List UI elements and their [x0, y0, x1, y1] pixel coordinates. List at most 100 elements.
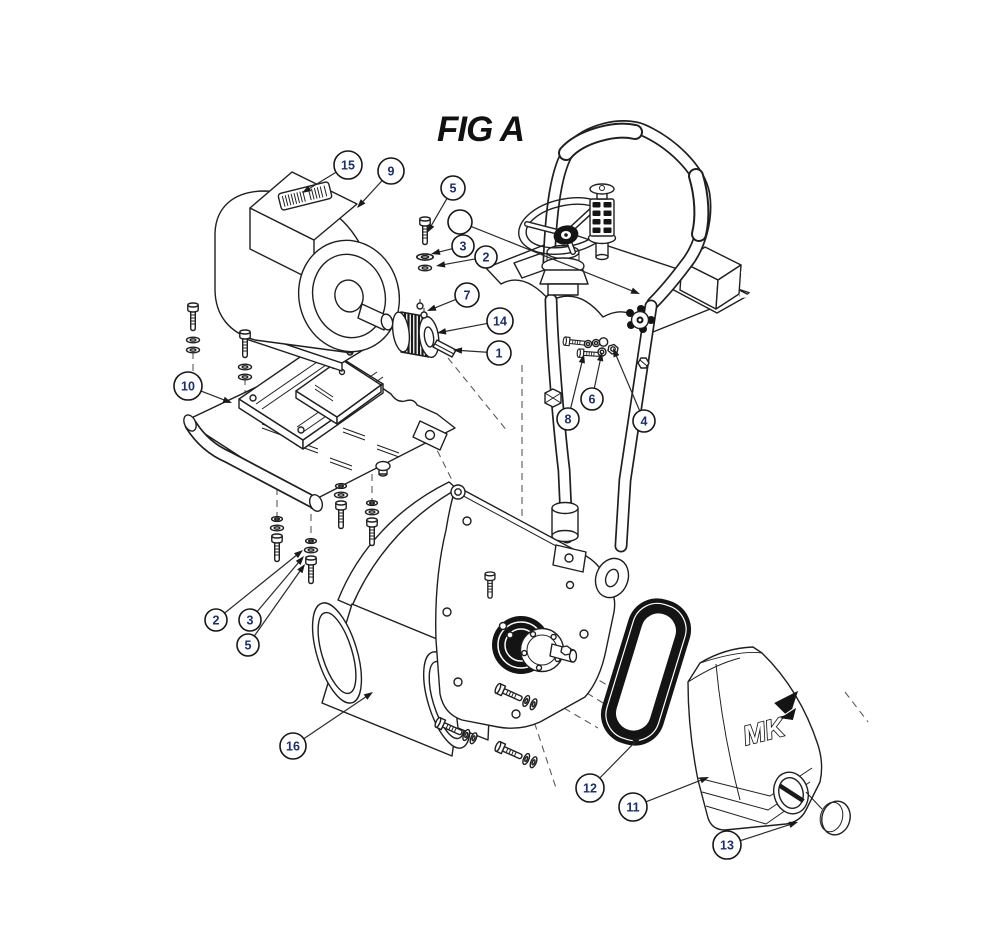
steering-wheel — [518, 197, 614, 255]
callout-balloon — [238, 608, 262, 632]
callout-balloon — [575, 773, 605, 803]
callout-number: 10 — [181, 379, 195, 393]
callout-number: 4 — [641, 414, 648, 428]
leader-line — [470, 225, 635, 293]
leader-line — [593, 357, 602, 389]
callout-10: 10 — [173, 371, 232, 403]
leader-line — [442, 322, 488, 333]
leader-arrowhead — [596, 352, 604, 362]
callout-number: 2 — [483, 250, 490, 264]
leader-arrowhead — [427, 304, 437, 311]
cap-plug — [805, 791, 851, 836]
shaft-key — [432, 339, 457, 358]
callout-number: 6 — [589, 392, 596, 406]
housing-shell — [337, 481, 458, 607]
drum-housing — [311, 481, 630, 757]
callout-12: 12 — [575, 736, 641, 803]
callout-balloon — [454, 282, 480, 308]
leader-line — [306, 171, 337, 191]
callout-number: 11 — [626, 800, 639, 814]
leader-arrowhead — [630, 287, 640, 294]
callout-7: 7 — [427, 282, 480, 311]
leader-line — [645, 778, 704, 803]
leader-arrowhead — [431, 248, 441, 255]
figure-title: FIG A — [437, 110, 524, 149]
leader-arrowhead — [302, 185, 312, 193]
callout-number: 5 — [245, 638, 252, 652]
callout-number: 15 — [341, 158, 355, 172]
leader-line — [599, 739, 638, 779]
leader-line — [253, 568, 303, 637]
leader-line — [429, 198, 448, 229]
callout-number: 9 — [388, 164, 395, 178]
callout-number: 3 — [460, 239, 467, 253]
motor-shaft — [357, 303, 389, 331]
small-hex-screw — [637, 357, 650, 369]
callout-balloon — [556, 407, 580, 431]
callout-balloon — [474, 245, 498, 269]
leader-line — [458, 349, 488, 353]
callout-balloon — [279, 732, 307, 760]
callout-number: 13 — [720, 838, 734, 852]
callout-blank — [447, 209, 640, 294]
leader-arrowhead — [297, 564, 305, 574]
leader-line — [224, 553, 299, 614]
leader-arrowhead — [578, 354, 585, 364]
callout-balloon — [451, 234, 475, 258]
leader-line — [432, 298, 457, 310]
leader-arrowhead — [632, 736, 641, 745]
leader-line — [740, 823, 793, 842]
leader-arrowhead — [613, 348, 620, 358]
leader-arrowhead — [427, 223, 435, 233]
guard-tube-handle — [183, 414, 324, 512]
callout-number: 8 — [565, 412, 572, 426]
drum-pulley — [492, 616, 578, 674]
callout-5: 5 — [236, 564, 305, 657]
leader-line — [360, 180, 383, 204]
motor-pulley — [391, 311, 440, 359]
leader-arrowhead — [436, 261, 446, 268]
callout-3: 3 — [238, 556, 304, 632]
callout-13: 13 — [712, 821, 798, 860]
leader-line — [441, 258, 476, 266]
leader-line — [303, 694, 369, 740]
callout-4: 4 — [613, 348, 656, 433]
callout-balloon — [377, 157, 405, 185]
leader-arrowhead — [699, 777, 709, 784]
callout-15: 15 — [302, 150, 363, 193]
callout-number: 5 — [450, 181, 457, 195]
callout-number: 7 — [464, 288, 471, 302]
belt-cover: MK — [687, 646, 823, 831]
leader-arrowhead — [363, 692, 373, 700]
callout-number: 3 — [247, 613, 254, 627]
callout-balloon — [236, 633, 260, 657]
callout-balloon — [580, 387, 604, 411]
callout-balloon — [632, 409, 656, 433]
callout-balloon — [173, 371, 203, 401]
callout-balloon — [618, 792, 648, 822]
leader-line — [614, 353, 641, 412]
leader-arrowhead — [357, 199, 366, 208]
motor-mount-plate — [238, 343, 384, 450]
callout-6: 6 — [580, 352, 604, 411]
callout-number: 12 — [583, 781, 597, 795]
callout-balloon — [440, 175, 466, 201]
star-knob — [626, 305, 655, 333]
callout-8: 8 — [556, 354, 585, 431]
callout-3: 3 — [431, 234, 475, 258]
v-belt — [600, 598, 692, 746]
leader-arrowhead — [453, 347, 463, 354]
callout-balloon — [447, 209, 473, 235]
steering-wheel-base — [539, 244, 589, 296]
callout-16: 16 — [279, 692, 373, 760]
leader-line — [256, 560, 301, 612]
callout-2: 2 — [436, 245, 498, 269]
callout-number: 14 — [493, 314, 507, 328]
leader-line — [200, 390, 227, 402]
callout-number: 2 — [213, 613, 220, 627]
motor-terminal-box — [249, 171, 358, 282]
motor-nameplate — [277, 181, 333, 211]
